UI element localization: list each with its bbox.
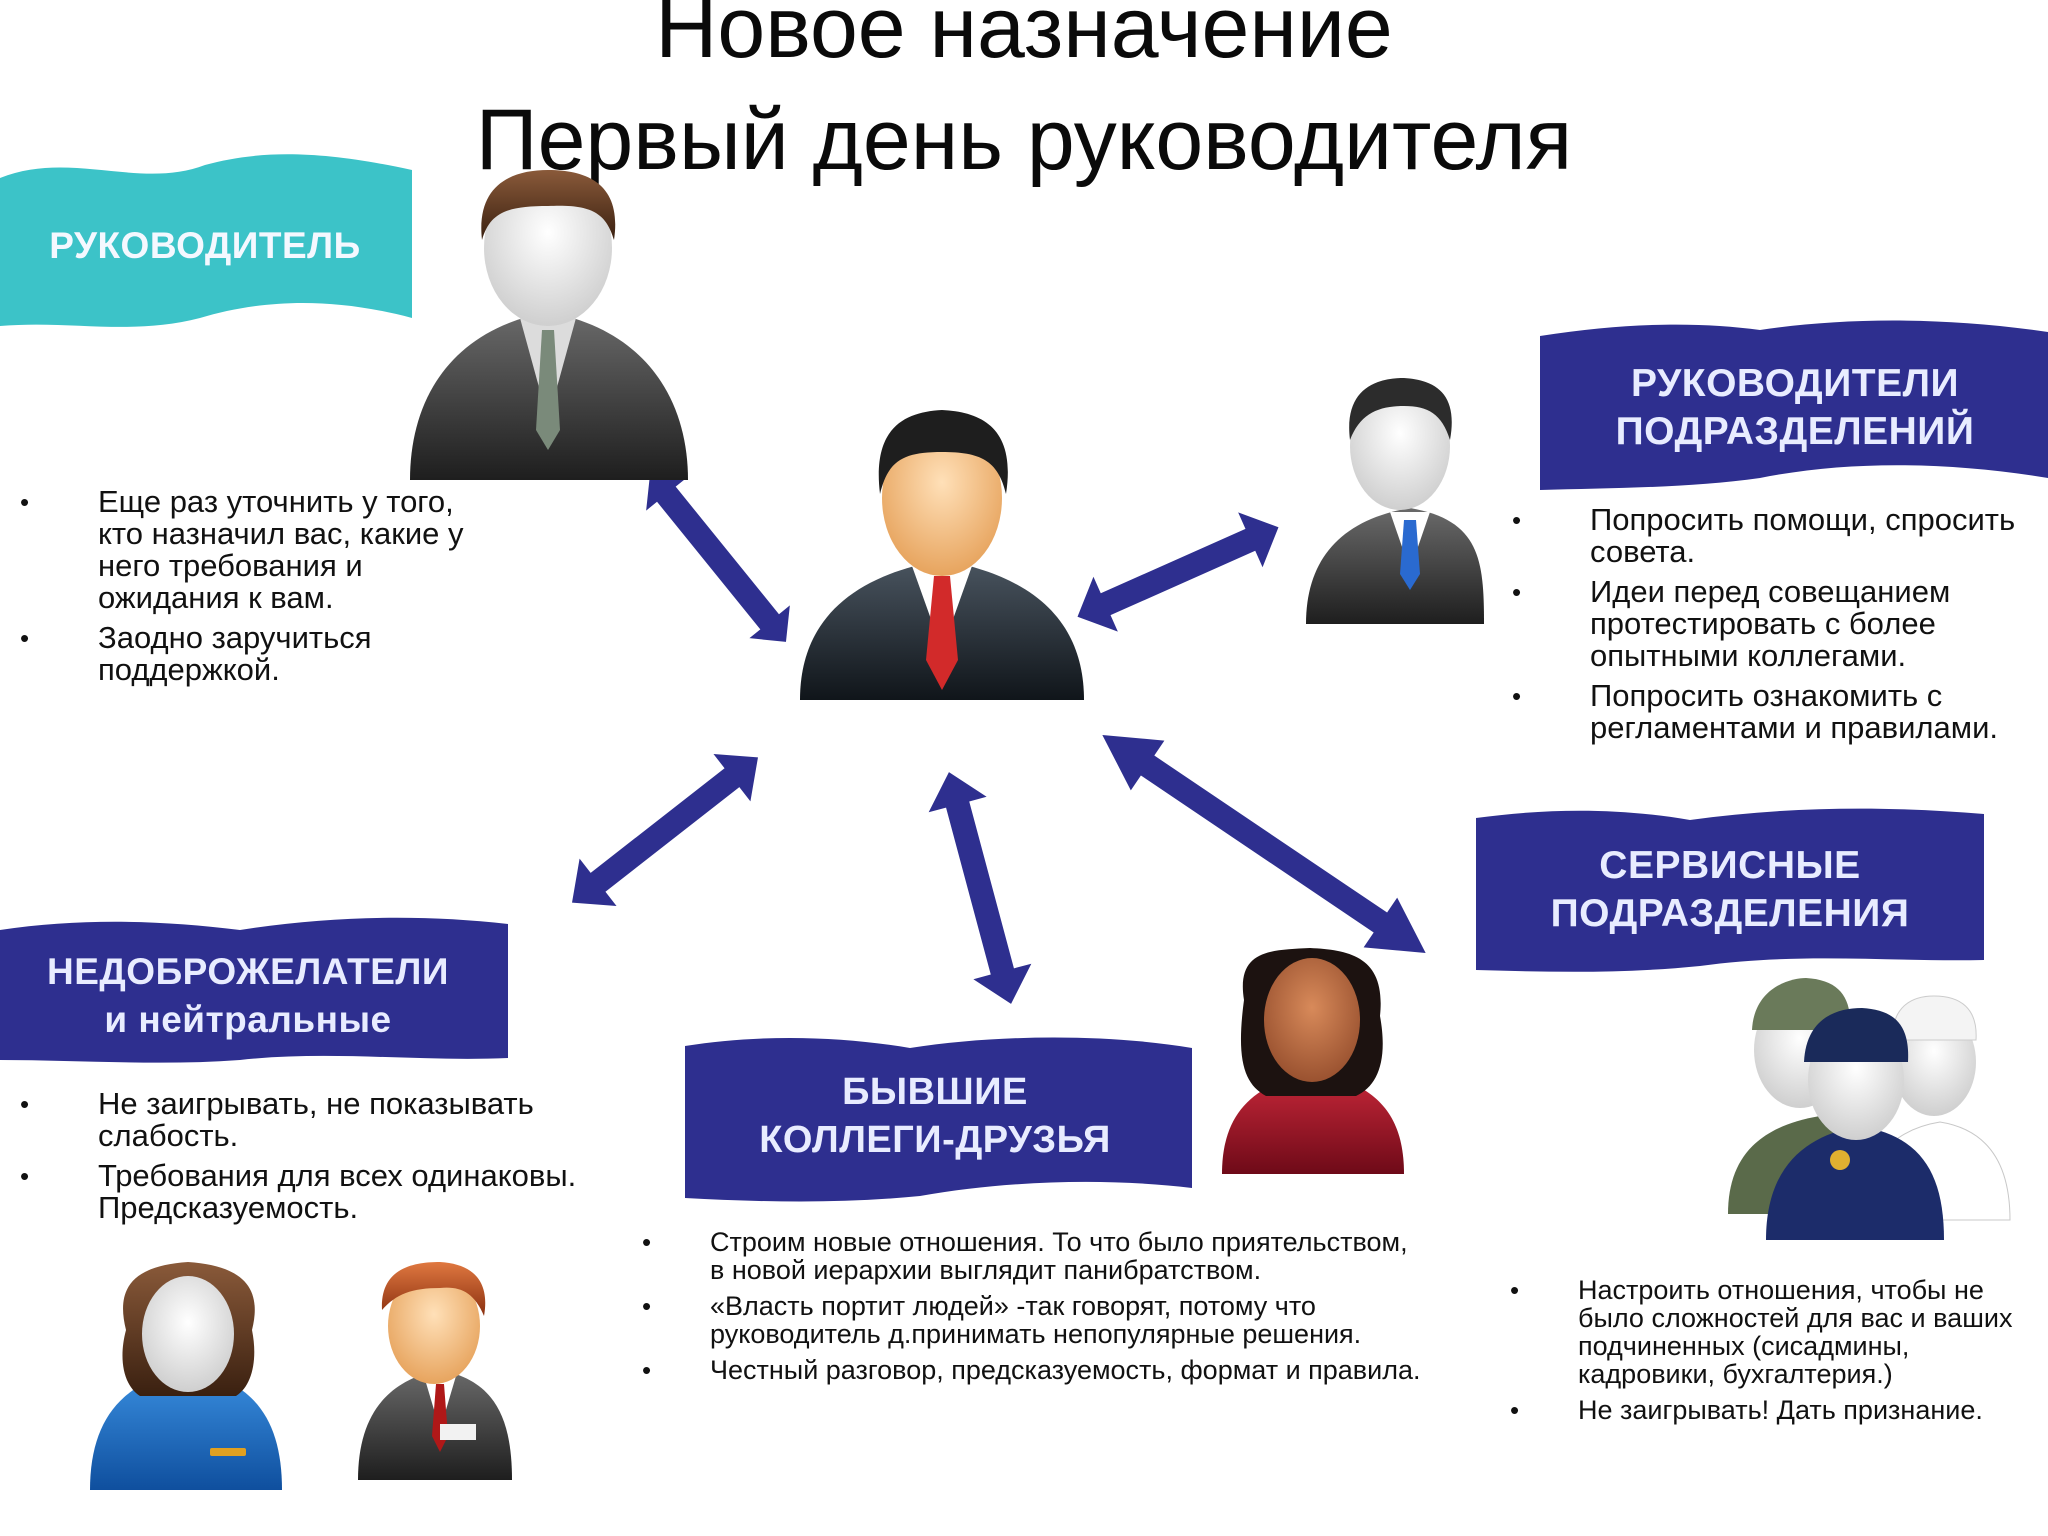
boss-figure-icon — [410, 170, 688, 480]
banner-dept-heads-label: РУКОВОДИТЕЛИ ПОДРАЗДЕЛЕНИЙ — [1540, 360, 2048, 456]
arrow-center-former-colleagues — [928, 772, 1032, 1004]
banner-former-colleagues-label: БЫВШИЕ КОЛЛЕГИ-ДРУЗЬЯ — [685, 1068, 1185, 1164]
banner-ill-wishers — [0, 917, 508, 1063]
dept-heads-label-line2: ПОДРАЗДЕЛЕНИЙ — [1615, 410, 1975, 453]
former-colleagues-label-line2: КОЛЛЕГИ-ДРУЗЬЯ — [759, 1119, 1111, 1161]
arrow-center-service — [1102, 734, 1426, 954]
ill-wishers-bullets: •Не заигрывать, не показывать слабость. … — [20, 1088, 640, 1232]
list-item: •Еще раз уточнить у того, кто назначил в… — [20, 484, 464, 615]
list-item: •Требования для всех одинаковы. Предсказ… — [20, 1158, 577, 1225]
woman-figure-icon — [90, 1262, 282, 1490]
arrow-center-boss — [646, 474, 790, 642]
service-label-line2: ПОДРАЗДЕЛЕНИЯ — [1550, 892, 1910, 935]
arrow-center-ill-wishers — [572, 754, 758, 906]
dept-heads-label-line1: РУКОВОДИТЕЛИ — [1631, 362, 1959, 405]
central-manager-figure-icon — [800, 410, 1084, 700]
female-colleague-figure-icon — [1222, 948, 1404, 1174]
list-item: •Не заигрывать, не показывать слабость. — [20, 1086, 534, 1153]
list-item: •«Власть портит людей» -так говорят, пот… — [642, 1291, 1362, 1349]
list-item: •Настроить отношения, чтобы не было слож… — [1510, 1275, 2013, 1389]
list-item: •Попросить помощи, спросить совета. — [1512, 502, 2016, 569]
redhead-man-figure-icon — [358, 1262, 512, 1480]
list-item: •Строим новые отношения. То что было при… — [642, 1227, 1408, 1285]
service-label-line1: СЕРВИСНЫЕ — [1599, 844, 1861, 887]
title-line-1: Новое назначение — [655, 0, 1393, 76]
list-item: •Заодно заручиться поддержкой. — [20, 620, 372, 687]
list-item: •Не заигрывать! Дать признание. — [1510, 1395, 1983, 1425]
ill-wishers-label-line1: НЕДОБРОЖЕЛАТЕЛИ — [47, 951, 449, 992]
list-item: •Идеи перед совещанием протестировать с … — [1512, 574, 1951, 673]
list-item: •Попросить ознакомить с регламентами и п… — [1512, 678, 1998, 745]
banner-service — [1476, 808, 1984, 972]
title-line-2: Первый день руководителя — [475, 92, 1573, 188]
former-colleagues-label-line1: БЫВШИЕ — [842, 1071, 1028, 1113]
former-colleagues-bullets: •Строим новые отношения. То что было при… — [642, 1228, 1422, 1392]
banner-dept-heads — [1540, 320, 2048, 490]
ill-wishers-label-line2: и нейтральные — [104, 999, 392, 1040]
list-item: •Честный разговор, предсказуемость, форм… — [642, 1355, 1421, 1385]
arrows — [572, 474, 1426, 1004]
dept-heads-bullets: •Попросить помощи, спросить совета. •Иде… — [1512, 504, 2022, 752]
service-bullets: •Настроить отношения, чтобы не было слож… — [1510, 1276, 2030, 1432]
arrow-center-dept-heads — [1077, 512, 1279, 632]
banner-boss-label: РУКОВОДИТЕЛЬ — [20, 222, 390, 270]
boss-bullets: •Еще раз уточнить у того, кто назначил в… — [20, 486, 490, 694]
banner-former-colleagues — [685, 1037, 1192, 1202]
boss-label-text: РУКОВОДИТЕЛЬ — [49, 225, 361, 266]
banner-ill-wishers-label: НЕДОБРОЖЕЛАТЕЛИ и нейтральные — [0, 948, 496, 1044]
banner-service-label: СЕРВИСНЫЕ ПОДРАЗДЕЛЕНИЯ — [1476, 842, 1984, 938]
banner-boss — [0, 154, 412, 327]
dept-head-figure-icon — [1306, 378, 1484, 624]
service-staff-figure-icon — [1728, 978, 2011, 1240]
